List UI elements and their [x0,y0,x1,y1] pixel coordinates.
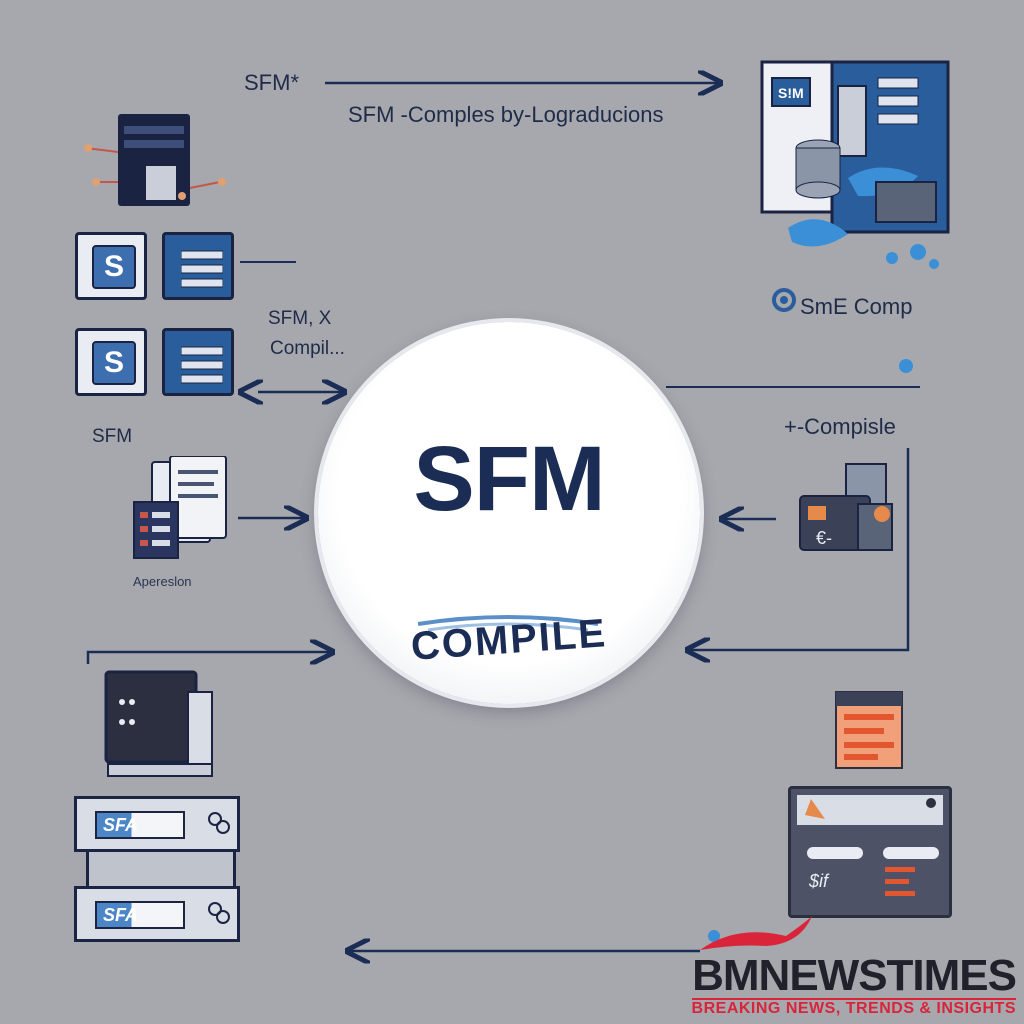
brand-name: BMNEWSTIMES [692,951,1017,1000]
list-icon [181,250,223,288]
sfa-bar-2: SFA [74,886,240,942]
sfm-compile-hub: SFM COMPILE [318,322,700,704]
card-graphics [797,795,943,896]
sfa-tag: SFA [95,901,185,929]
dot-right [899,359,913,373]
people-icon [208,902,230,924]
flag-swoosh-icon [700,916,812,950]
right-small-text: €- [816,528,832,548]
sfa-tag-label: SFA [103,905,139,925]
monitor-icon [104,670,213,777]
top-right-caption: SmE Comp [800,294,913,319]
right-mid-label: +-Compisle [784,414,896,439]
hub-title: SFM [413,428,605,530]
orange-document-icon [835,691,903,769]
sfm-tile-2: S [75,328,147,396]
top-caption: SFM -Comples by-Lograducions [348,102,664,127]
s-logo-icon: S [92,341,136,385]
left-mid-label-1: SFM, X [268,308,332,329]
top-left-label: SFM* [244,70,299,95]
compile-device-icon: €- [799,463,893,551]
sfa-tag-label: SFA [103,815,139,835]
list-tile-1 [162,232,234,300]
left-tiles-label: SFM [92,426,133,447]
list-icon [181,346,223,384]
bar-divider [86,852,236,886]
s-logo-icon: S [92,245,136,289]
right-return-arrow [690,448,910,650]
list-tile-2 [162,328,234,396]
documents-icon [133,456,227,559]
lower-left-arrow [86,652,330,664]
left-app-label: Apereslon [133,574,192,589]
brand-tagline: BREAKING NEWS, TRENDS & INSIGHTS [691,998,1016,1017]
sfa-tag: SFA [95,811,185,839]
card-label: $if [809,871,829,891]
sfa-bar-1: SFA [74,796,240,852]
left-mid-label-2: Compil... [270,338,345,359]
sfm-tile-1: S [75,232,147,300]
gear-icon [772,288,796,312]
brand-watermark: BMNEWSTIMES BREAKING NEWS, TRENDS & INSI… [691,914,1017,1018]
database-workstation-icon: S!M [760,60,950,269]
dashboard-card: $if [788,786,952,918]
people-icon [208,812,230,834]
server-icon [84,114,226,206]
wave-icon [417,615,599,632]
dot-bottom [708,930,720,942]
svg-text:S!M: S!M [778,85,804,101]
